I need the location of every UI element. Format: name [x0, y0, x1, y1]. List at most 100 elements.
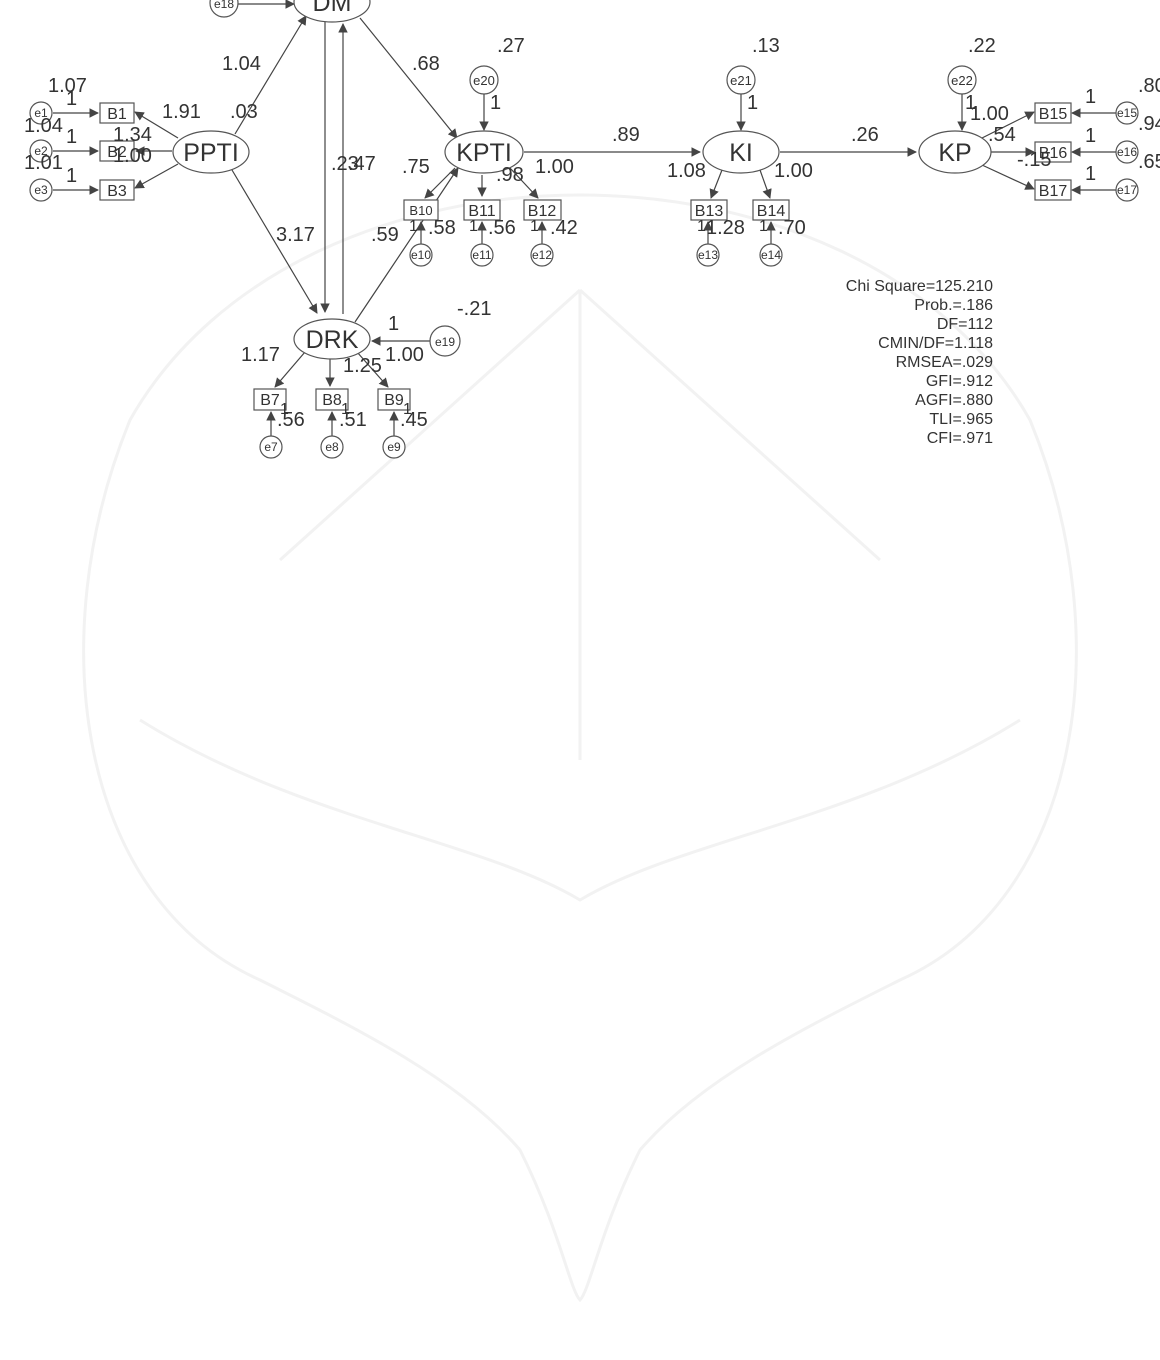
- estimate-label: 1: [66, 88, 77, 110]
- error-label: e1: [34, 106, 48, 120]
- indicator-b15: B15: [1034, 102, 1072, 124]
- estimate-label: .42: [550, 217, 578, 239]
- estimate-label: -.15: [1017, 149, 1051, 171]
- estimate-label: 1: [469, 218, 478, 235]
- fit-tli: TLI=.965: [929, 411, 993, 428]
- error-label: e18: [214, 0, 234, 11]
- estimate-label: 1: [1085, 125, 1096, 147]
- indicator-label: B16: [1039, 145, 1068, 162]
- error-label: e3: [34, 183, 48, 197]
- error-label: e11: [472, 248, 491, 262]
- indicator-label: B9: [384, 392, 404, 409]
- indicator-label: B13: [695, 203, 724, 220]
- estimate-label: 1: [697, 218, 706, 235]
- estimate-label: 1: [66, 165, 77, 187]
- error-e10: e10: [409, 243, 433, 267]
- error-e2: e2: [29, 139, 53, 163]
- error-e15: e15: [1115, 101, 1139, 125]
- estimate-label: 1.04: [222, 53, 261, 75]
- estimate-label: 1: [409, 218, 418, 235]
- estimate-label: 1: [341, 401, 350, 418]
- estimate-label: 1: [759, 218, 768, 235]
- latent-kpti: KPTI: [444, 130, 524, 174]
- estimates: 1.07 1.04 1.01 1 1 1 1.91 .03 1.34 1.00 …: [24, 35, 1160, 431]
- latent-label: DM: [313, 0, 352, 17]
- indicator-label: B17: [1039, 183, 1068, 200]
- latent-label: KPTI: [456, 139, 512, 167]
- estimate-label: .80: [1138, 75, 1160, 97]
- estimate-label: .98: [496, 164, 524, 186]
- indicator-b3: B3: [99, 179, 135, 201]
- estimate-label: .51: [339, 409, 367, 431]
- estimate-label: .65: [1138, 151, 1160, 173]
- error-label: e12: [532, 248, 552, 262]
- error-label: e22: [951, 73, 973, 88]
- indicator-b17: B17: [1034, 179, 1072, 201]
- estimate-label: -.21: [457, 298, 491, 320]
- error-label: e20: [473, 73, 495, 88]
- estimate-label: .26: [851, 124, 879, 146]
- estimate-label: 1: [747, 92, 758, 114]
- estimate-label: 1: [280, 401, 289, 418]
- estimate-label: .47: [348, 153, 376, 175]
- error-label: e17: [1117, 183, 1137, 197]
- error-label: e7: [264, 440, 278, 454]
- error-e22: e22: [947, 65, 977, 95]
- indicator-b13: B13: [690, 199, 728, 221]
- watermark-logo: [82, 193, 1078, 1303]
- estimate-label: 1.34: [113, 124, 152, 146]
- indicator-b16: B16: [1034, 141, 1072, 163]
- latent-drk: DRK: [293, 318, 371, 360]
- estimate-label: 1.00: [774, 160, 813, 182]
- indicator-b14: B14: [752, 199, 790, 221]
- estimate-label: .56: [277, 409, 305, 431]
- estimate-label: 1.28: [706, 217, 745, 239]
- estimate-label: 1.07: [48, 75, 87, 97]
- indicator-label: B3: [107, 183, 127, 200]
- estimate-label: 1: [66, 126, 77, 148]
- error-label: e15: [1117, 106, 1137, 120]
- estimate-label: 1.01: [24, 152, 63, 174]
- estimate-label: 1: [403, 401, 412, 418]
- estimate-label: .22: [968, 35, 996, 57]
- estimate-label: 1.04: [24, 115, 63, 137]
- estimate-label: .23: [331, 153, 359, 175]
- estimate-label: 1: [530, 218, 539, 235]
- indicator-b11: B11: [463, 199, 501, 221]
- estimate-label: 3.17: [276, 224, 315, 246]
- error-e12: e12: [530, 243, 554, 267]
- indicator-b8: B8: [315, 388, 349, 411]
- latent-label: KP: [938, 139, 971, 167]
- error-e3: e3: [29, 178, 53, 202]
- indicator-b10: B10: [403, 199, 439, 221]
- error-e21: e21: [726, 65, 756, 95]
- estimate-label: .75: [402, 156, 430, 178]
- estimate-label: 1: [490, 92, 501, 114]
- error-label: e14: [761, 248, 781, 262]
- error-e17: e17: [1115, 178, 1139, 202]
- fit-rmsea: RMSEA=.029: [896, 354, 993, 371]
- estimate-label: .27: [497, 35, 525, 57]
- estimate-label: 1.00: [385, 344, 424, 366]
- error-e13: e13: [696, 243, 720, 267]
- indicator-label: B15: [1039, 106, 1068, 123]
- latent-variables: DM PPTI DRK KPTI KI KP: [172, 0, 992, 360]
- error-label: e9: [387, 440, 401, 454]
- estimate-label: .59: [371, 224, 399, 246]
- estimate-label: .68: [412, 53, 440, 75]
- indicator-label: B12: [528, 203, 557, 220]
- indicator-b7: B7: [253, 388, 287, 411]
- error-label: e2: [34, 144, 48, 158]
- latent-label: PPTI: [183, 139, 239, 167]
- error-label: e8: [325, 440, 339, 454]
- latent-dm: DM: [293, 0, 371, 23]
- fit-df: DF=112: [937, 316, 993, 333]
- fit-cfi: CFI=.971: [927, 430, 993, 447]
- error-e1: e1: [29, 101, 53, 125]
- indicator-label: B10: [409, 203, 432, 218]
- error-e9: e9: [382, 435, 406, 459]
- error-e11: e11: [470, 243, 494, 267]
- estimate-label: .54: [988, 124, 1016, 146]
- estimate-label: .70: [778, 217, 806, 239]
- error-terms: e1 e2 e3 e7 e8 e9 e10 e11 e12 e13 e14 e1…: [29, 0, 1139, 459]
